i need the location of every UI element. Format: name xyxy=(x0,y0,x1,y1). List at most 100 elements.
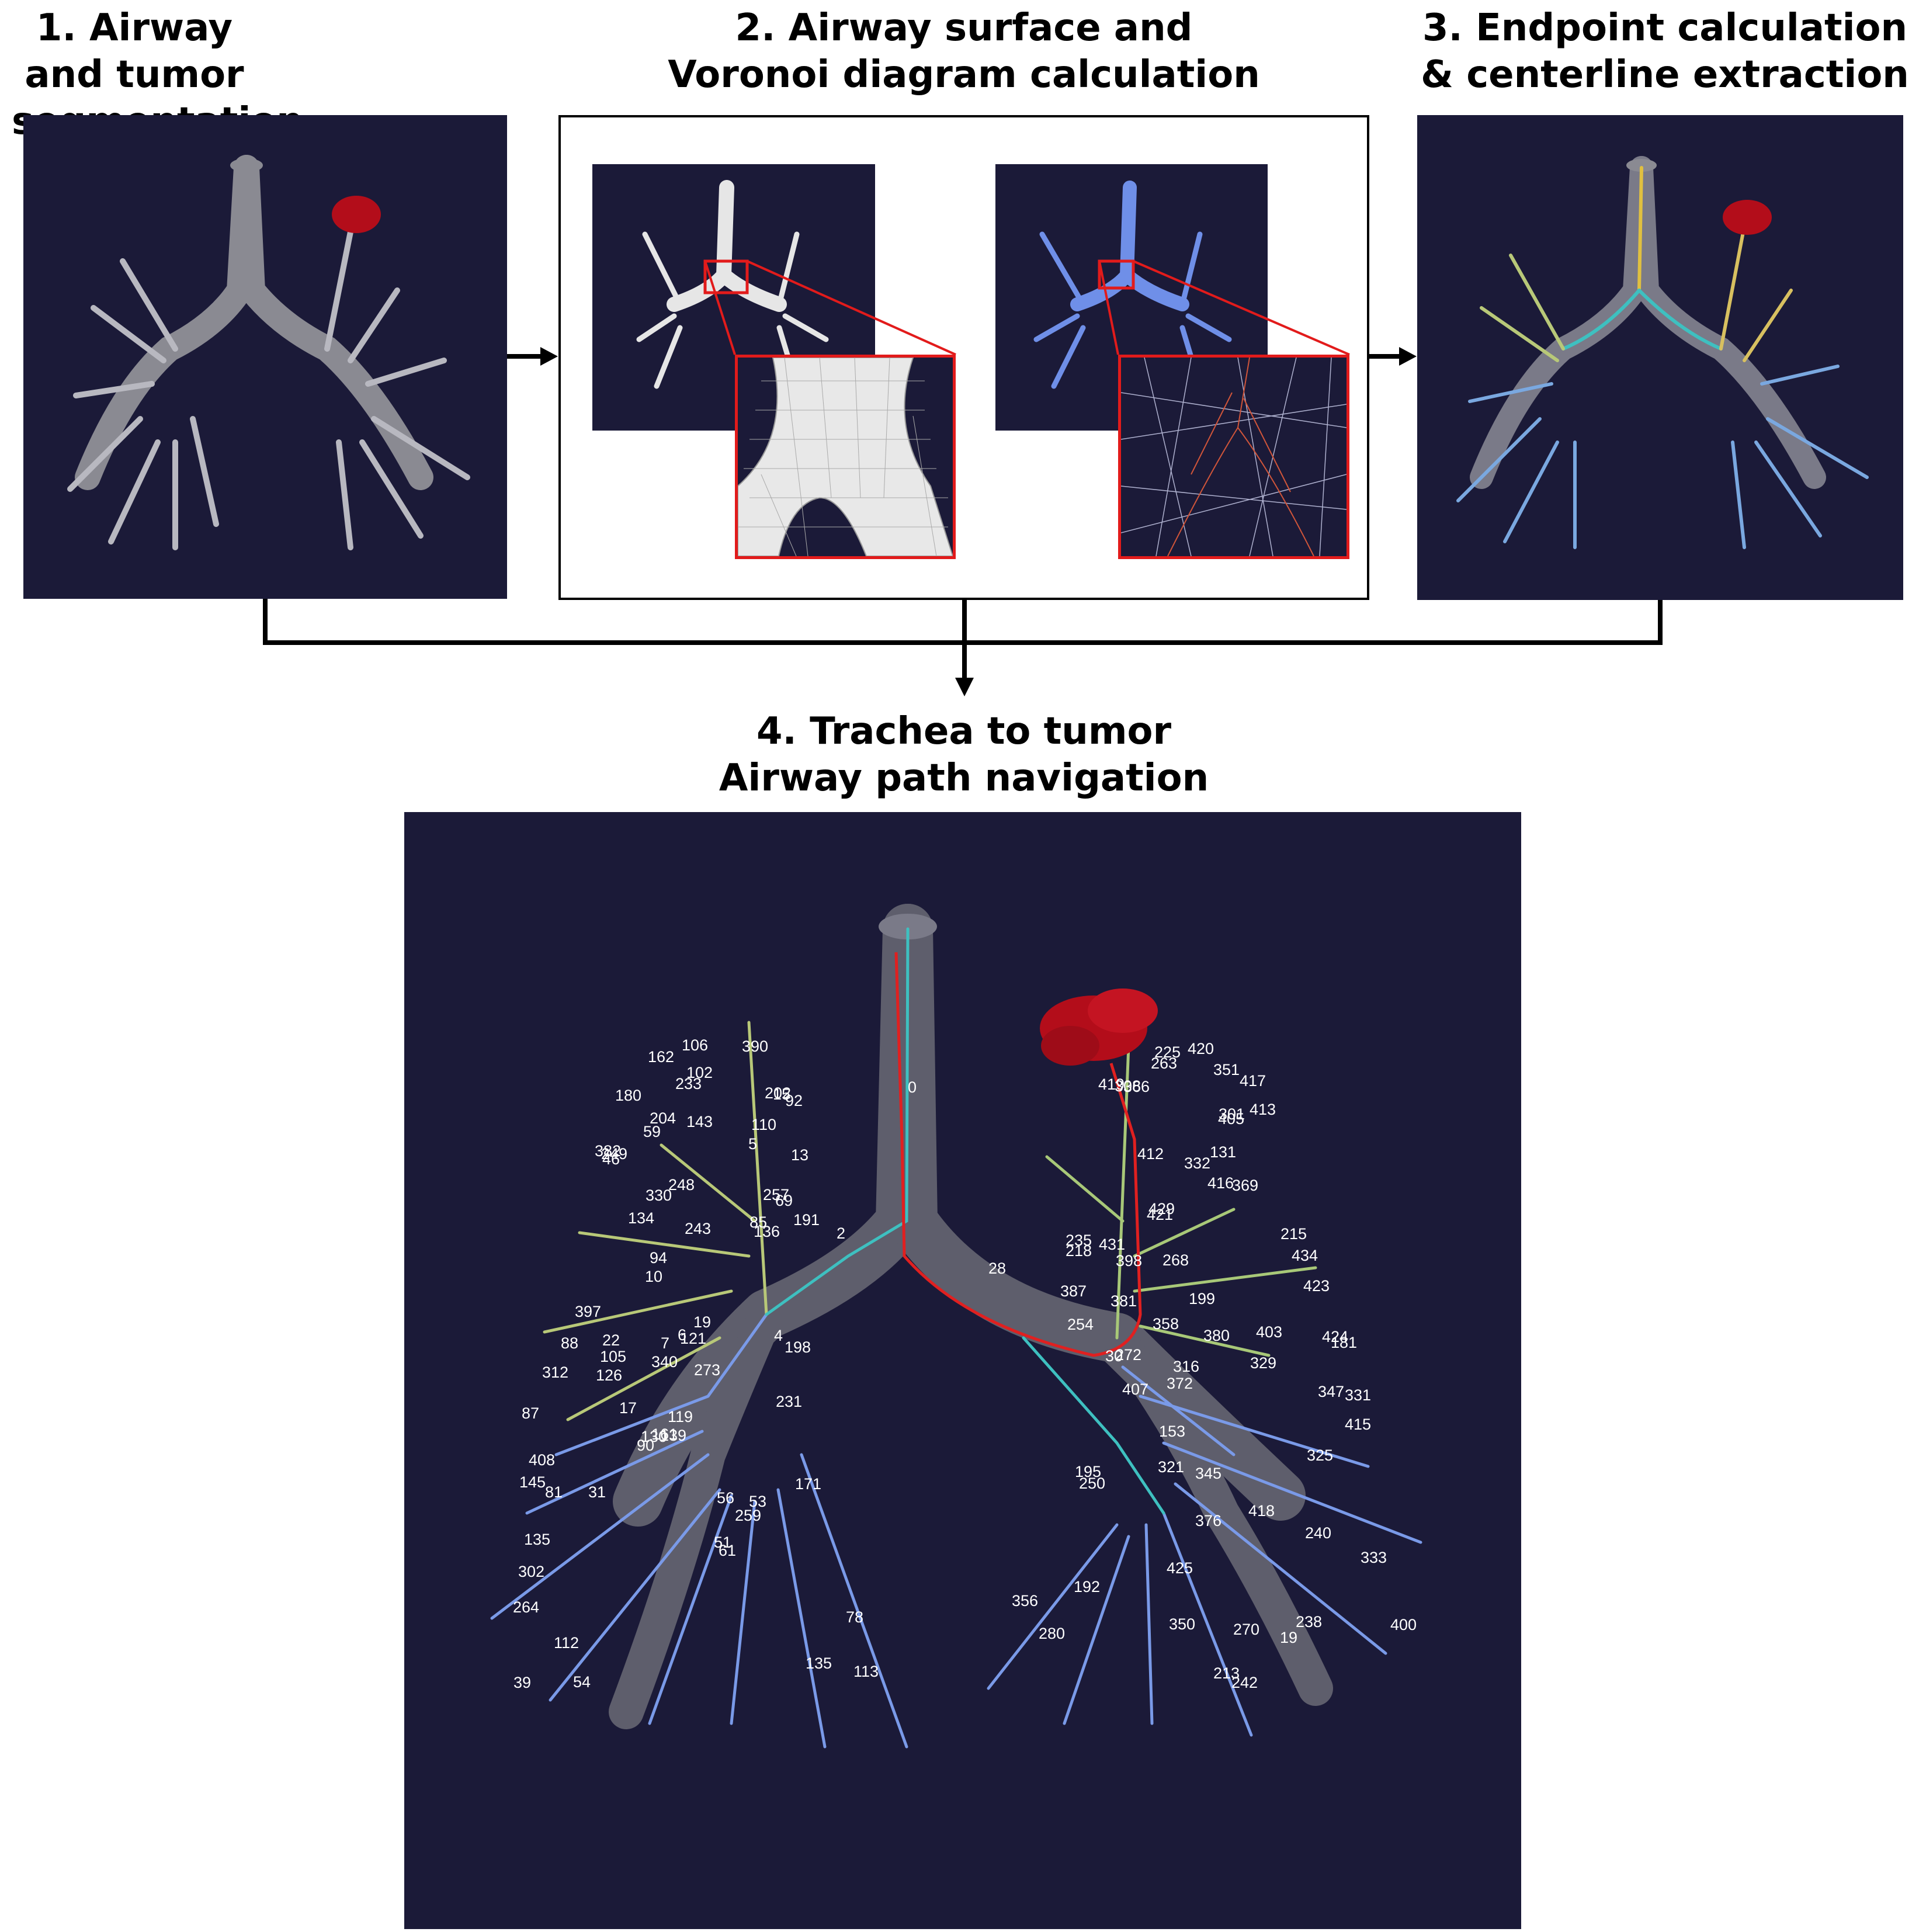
centerline-graphic xyxy=(1456,156,1869,549)
branch-label: 325 xyxy=(1307,1447,1333,1464)
branch-label: 316 xyxy=(1173,1358,1199,1375)
branch-label: 332 xyxy=(1184,1154,1210,1172)
branch-label: 130 xyxy=(641,1428,667,1445)
branch-label: 424 xyxy=(1322,1328,1348,1345)
branch-label: 420 xyxy=(1188,1040,1214,1057)
branch-label: 240 xyxy=(1305,1524,1331,1542)
branch-label: 78 xyxy=(846,1608,863,1626)
branch-label: 59 xyxy=(643,1123,661,1140)
branch-label: 121 xyxy=(680,1330,706,1347)
branch-label: 372 xyxy=(1167,1375,1193,1392)
branch-label: 231 xyxy=(776,1393,802,1410)
branch-label: 419 xyxy=(1098,1076,1125,1093)
branch-label: 5 xyxy=(748,1135,757,1153)
branch-label: 238 xyxy=(1296,1613,1322,1631)
branch-label: 162 xyxy=(648,1048,674,1066)
branch-label: 105 xyxy=(600,1348,626,1365)
branch-label: 390 xyxy=(742,1038,768,1055)
branch-label: 380 xyxy=(1203,1327,1230,1344)
branch-label: 113 xyxy=(853,1663,879,1680)
branch-label: 131 xyxy=(1210,1143,1236,1161)
branch-label: 333 xyxy=(1361,1549,1387,1566)
branch-label: 272 xyxy=(1115,1346,1141,1364)
branch-label: 90 xyxy=(637,1437,654,1454)
branch-label: 46 xyxy=(602,1150,620,1168)
branch-label: 273 xyxy=(694,1361,720,1379)
branch-label: 249 xyxy=(601,1145,627,1163)
branch-label: 106 xyxy=(682,1036,708,1054)
branch-label: 403 xyxy=(1256,1323,1282,1341)
tumor-graphic xyxy=(1723,200,1772,235)
branch-label: 413 xyxy=(1250,1101,1276,1118)
branch-label: 4 xyxy=(774,1327,783,1344)
branch-label: 134 xyxy=(628,1209,654,1227)
branch-label: 243 xyxy=(685,1220,711,1237)
branch-label: 356 xyxy=(1012,1592,1038,1610)
arrow-head-3 xyxy=(955,678,974,696)
branch-label: 242 xyxy=(1231,1674,1258,1691)
arrow-head-2 xyxy=(1399,347,1417,366)
branch-label: 145 xyxy=(519,1473,546,1491)
branch-label: 416 xyxy=(1207,1174,1234,1192)
branch-label: 204 xyxy=(650,1109,676,1127)
branch-label: 181 xyxy=(1331,1334,1357,1351)
branch-label: 301 xyxy=(1219,1105,1245,1123)
step4-title-line2: Airway path navigation xyxy=(719,757,1209,800)
branch-label: 280 xyxy=(1039,1625,1065,1642)
branch-label: 425 xyxy=(1167,1559,1193,1577)
path-label: 2 xyxy=(837,1225,845,1242)
branch-label: 418 xyxy=(1248,1502,1275,1520)
surface-voronoi-frame xyxy=(558,115,1369,600)
branch-label: 257 xyxy=(763,1186,789,1203)
branch-label: 264 xyxy=(513,1598,539,1616)
branch-label: 88 xyxy=(561,1334,578,1352)
branch-label: 387 xyxy=(1060,1282,1087,1300)
branch-label: 268 xyxy=(1162,1251,1189,1269)
step2-title: 2. Airway surface and Voronoi diagram ca… xyxy=(561,5,1367,98)
branch-label: 81 xyxy=(545,1483,563,1501)
branch-label: 15 xyxy=(773,1085,790,1103)
branch-label: 192 xyxy=(1074,1578,1100,1595)
branch-label: 171 xyxy=(795,1475,821,1493)
branch-label: 376 xyxy=(1195,1512,1221,1529)
branch-label: 69 xyxy=(775,1192,793,1209)
step2-title-line1: 2. Airway surface and xyxy=(735,6,1193,50)
branch-label: 358 xyxy=(1153,1315,1179,1333)
branch-label: 312 xyxy=(542,1364,568,1381)
branch-label: 180 xyxy=(615,1087,641,1104)
branch-label: 259 xyxy=(735,1507,761,1524)
segmentation-panel xyxy=(23,115,507,599)
branch-label: 19 xyxy=(1280,1629,1297,1646)
branch-label: 302 xyxy=(518,1563,544,1580)
tumor-graphic xyxy=(1040,988,1158,1066)
branch-label: 51 xyxy=(714,1534,731,1551)
path-label: 28 xyxy=(988,1260,1006,1277)
branch-label: 397 xyxy=(575,1303,601,1320)
branch-label: 331 xyxy=(1345,1386,1371,1404)
branch-label: 19 xyxy=(693,1313,711,1331)
branch-label: 198 xyxy=(785,1338,811,1356)
branch-label: 400 xyxy=(1390,1616,1417,1633)
branch-label: 112 xyxy=(554,1634,579,1652)
branch-label: 87 xyxy=(522,1404,539,1422)
branch-label: 215 xyxy=(1280,1225,1307,1243)
branch-label: 329 xyxy=(1250,1354,1276,1372)
branch-label: 153 xyxy=(1159,1423,1185,1440)
voronoi-zoom xyxy=(1118,355,1349,559)
branch-label: 191 xyxy=(793,1211,820,1229)
branch-label: 366 xyxy=(1123,1078,1150,1095)
branch-label: 270 xyxy=(1233,1621,1259,1638)
branch-label: 248 xyxy=(668,1176,695,1194)
branch-label: 408 xyxy=(529,1451,555,1469)
branch-label: 369 xyxy=(1232,1177,1258,1194)
step4-title-line1: 4. Trachea to tumor xyxy=(756,710,1172,753)
branch-label: 7 xyxy=(661,1334,669,1352)
path-label: 0 xyxy=(908,1078,917,1096)
branch-label: 53 xyxy=(749,1493,766,1510)
branch-label: 381 xyxy=(1111,1292,1137,1310)
branch-label: 161 xyxy=(651,1425,678,1443)
branch-label: 263 xyxy=(1151,1055,1177,1072)
branch-label: 199 xyxy=(1189,1290,1215,1307)
